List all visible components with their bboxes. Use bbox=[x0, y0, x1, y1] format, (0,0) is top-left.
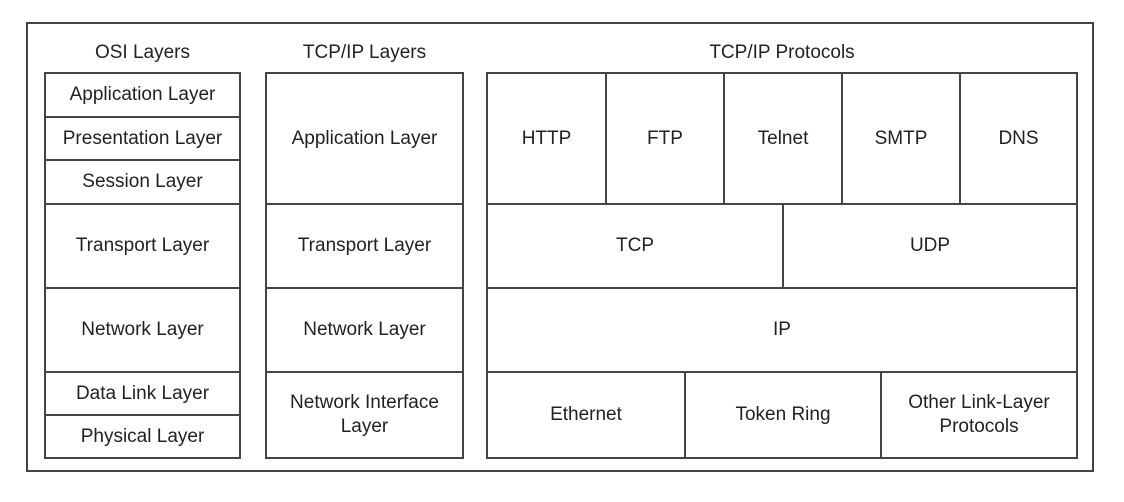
tcpip-transport-layer: Transport Layer bbox=[265, 203, 464, 289]
protocol-http: HTTP bbox=[486, 72, 607, 205]
tcpip-network-layer: Network Layer bbox=[265, 287, 464, 373]
osi-application-layer: Application Layer bbox=[44, 72, 241, 118]
tcpip-layers-header: TCP/IP Layers bbox=[302, 42, 427, 63]
osi-network-layer: Network Layer bbox=[44, 287, 241, 373]
tcpip-network-interface-layer: Network Interface Layer bbox=[265, 371, 464, 459]
protocol-other-link-layer: Other Link-Layer Protocols bbox=[880, 371, 1078, 459]
osi-transport-layer: Transport Layer bbox=[44, 203, 241, 289]
protocol-udp: UDP bbox=[782, 203, 1078, 289]
protocol-smtp: SMTP bbox=[841, 72, 961, 205]
osi-session-layer: Session Layer bbox=[44, 159, 241, 205]
protocol-ftp: FTP bbox=[605, 72, 725, 205]
tcpip-protocols-header: TCP/IP Protocols bbox=[709, 42, 855, 63]
protocol-tcp: TCP bbox=[486, 203, 784, 289]
osi-header: OSI Layers bbox=[94, 42, 191, 63]
protocol-telnet: Telnet bbox=[723, 72, 843, 205]
protocol-ethernet: Ethernet bbox=[486, 371, 686, 459]
protocol-dns: DNS bbox=[959, 72, 1078, 205]
osi-presentation-layer: Presentation Layer bbox=[44, 116, 241, 161]
protocol-ip: IP bbox=[486, 287, 1078, 373]
osi-data-link-layer: Data Link Layer bbox=[44, 371, 241, 416]
protocol-token-ring: Token Ring bbox=[684, 371, 882, 459]
osi-physical-layer: Physical Layer bbox=[44, 414, 241, 459]
tcpip-application-layer: Application Layer bbox=[265, 72, 464, 205]
